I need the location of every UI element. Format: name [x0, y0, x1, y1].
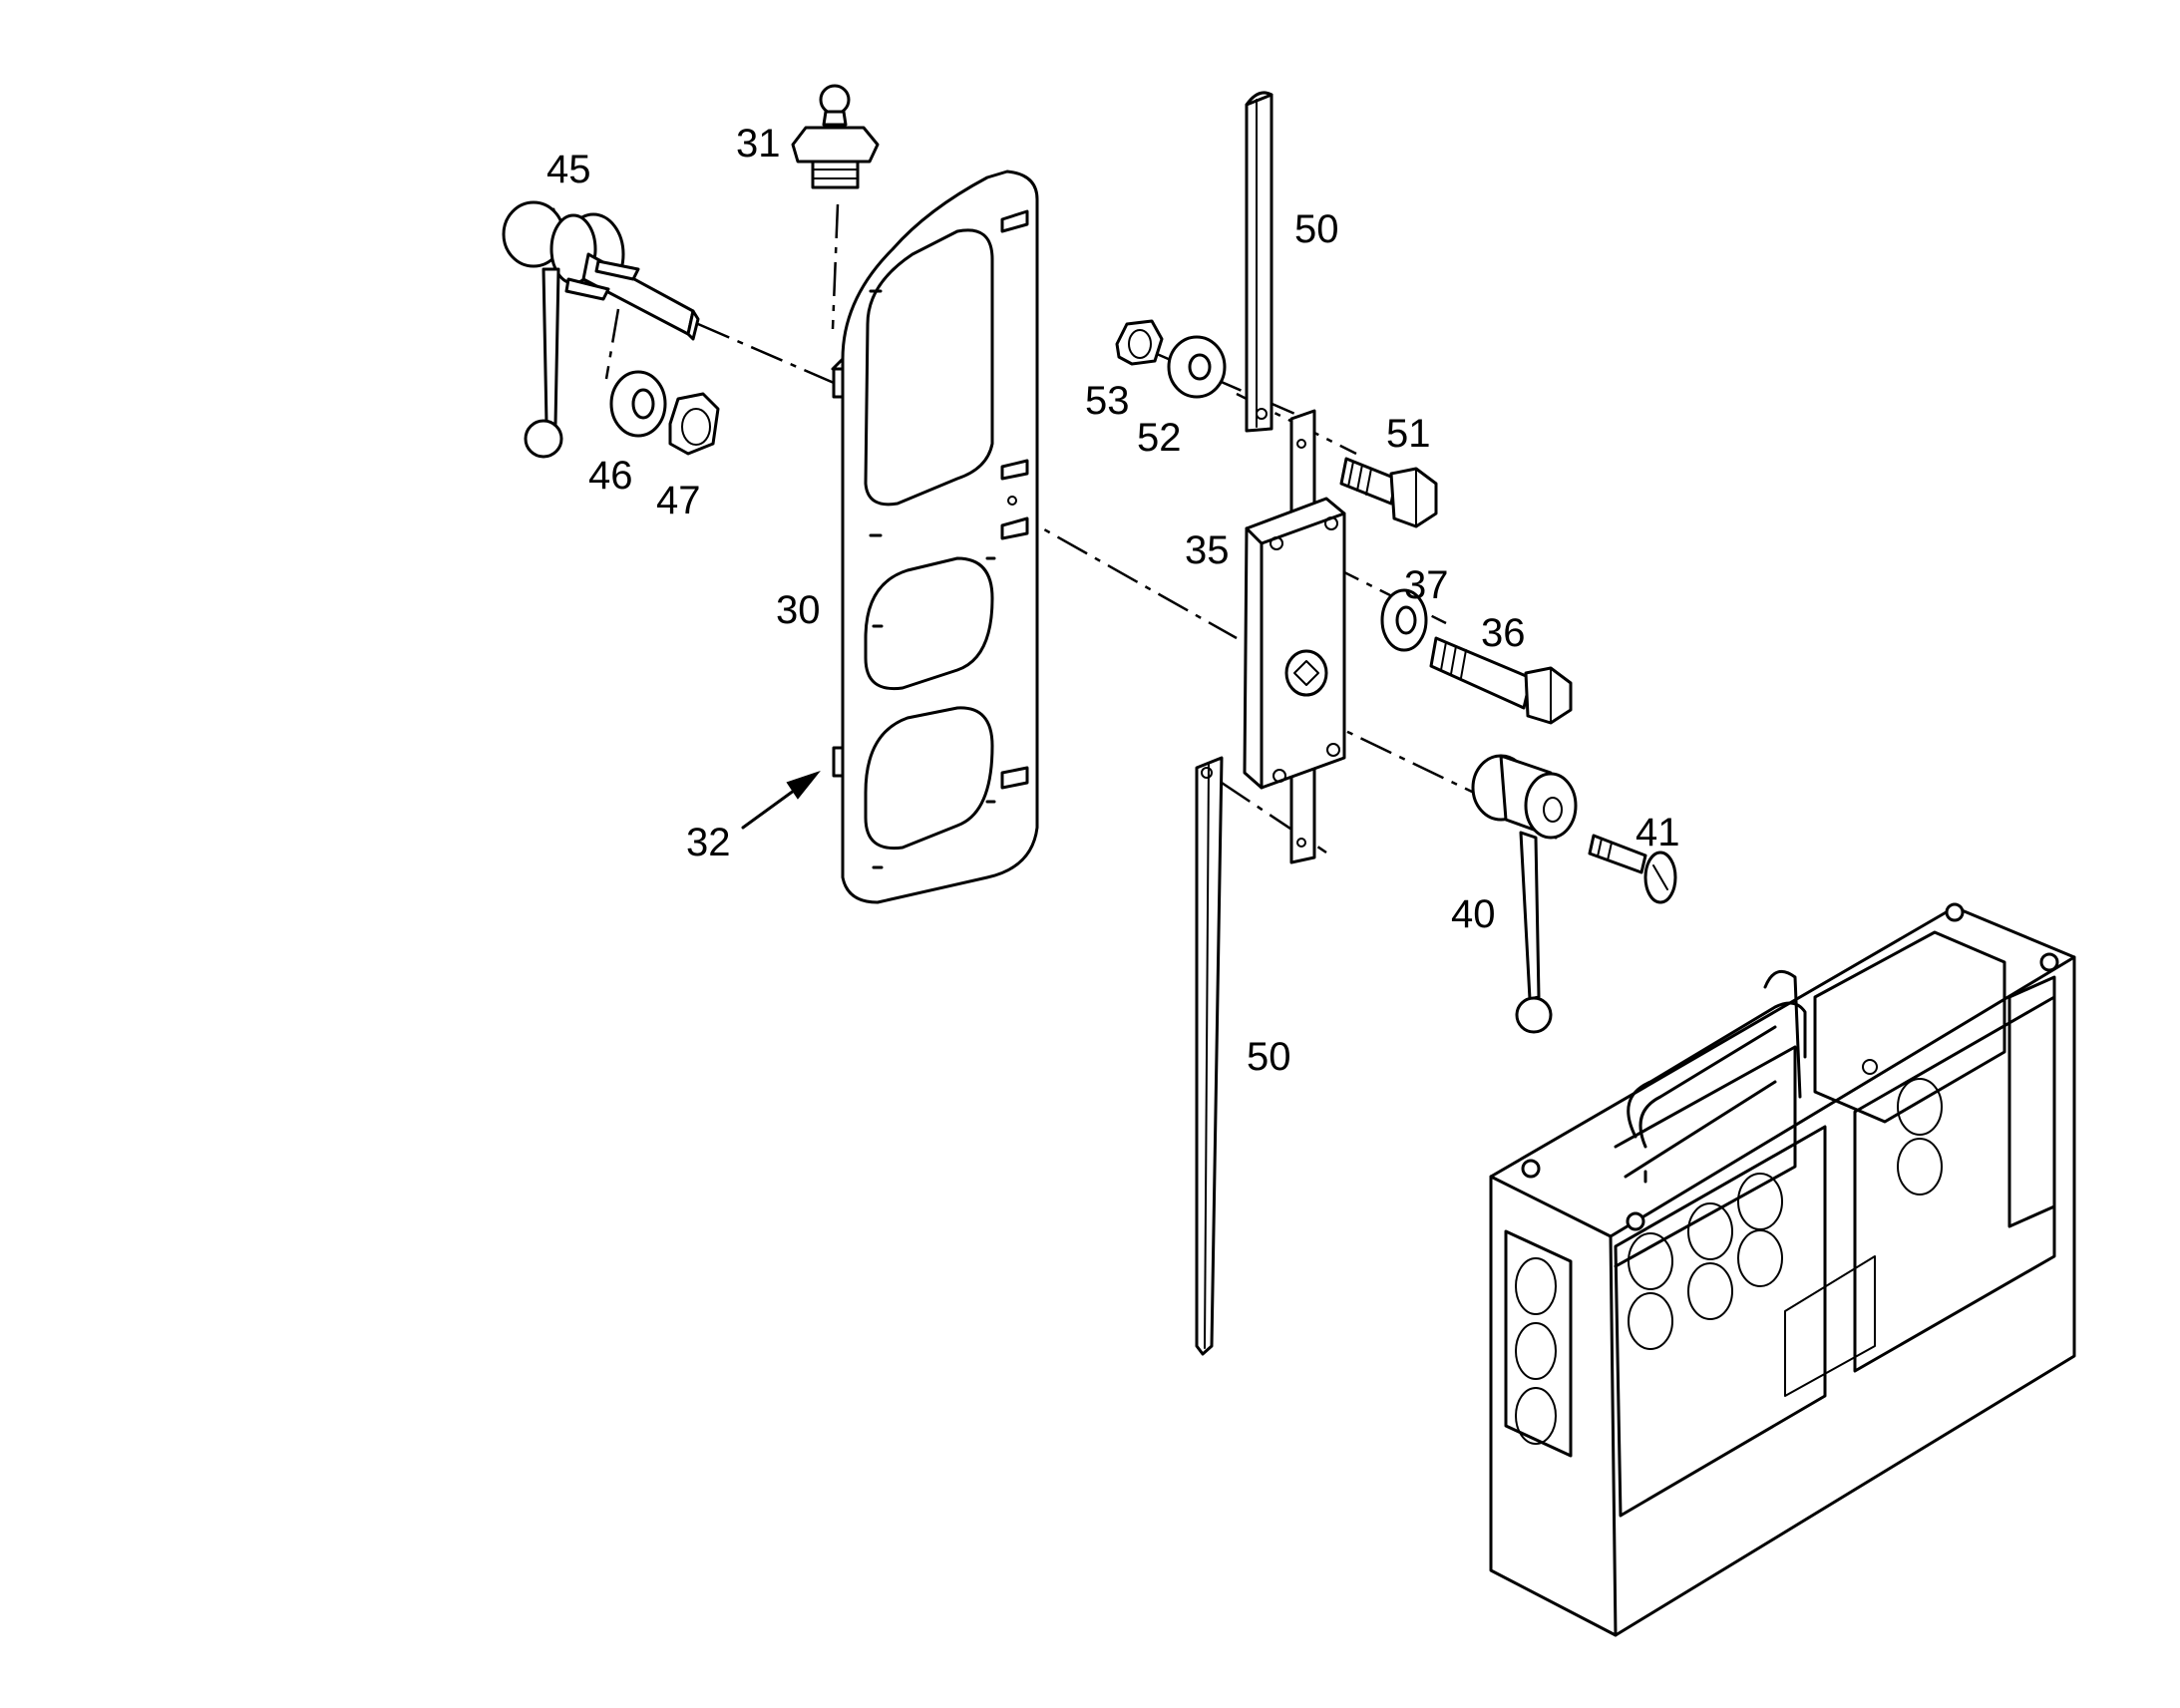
lever-handle-40 [1471, 754, 1578, 1034]
label-31: 31 [736, 122, 781, 166]
cabinet-assembly [1489, 902, 2076, 1637]
pointer-arrow-32 [741, 770, 821, 830]
label-35: 35 [1185, 528, 1230, 572]
label-53: 53 [1085, 379, 1130, 423]
label-50-top: 50 [1294, 207, 1339, 251]
plate-30 [831, 170, 1039, 904]
hex-bolt-51 [1339, 457, 1438, 528]
label-37: 37 [1404, 563, 1449, 607]
lock-housing-35 [1243, 409, 1346, 864]
hex-bolt-36 [1429, 636, 1573, 725]
label-47: 47 [656, 479, 701, 522]
rod-50-upper [1245, 91, 1273, 433]
center-lines [604, 203, 1527, 854]
washer-46 [609, 370, 667, 438]
slotted-screw-41 [1588, 834, 1677, 904]
hex-nut-53 [1115, 319, 1164, 366]
label-36: 36 [1481, 611, 1526, 655]
washer-37 [1380, 588, 1428, 652]
label-32: 32 [686, 821, 731, 864]
label-41: 41 [1635, 811, 1680, 854]
lever-handle-45 [502, 200, 700, 459]
hex-nut-47 [668, 392, 720, 456]
label-45: 45 [546, 148, 591, 191]
washer-52 [1167, 335, 1227, 399]
grease-nipple-31 [791, 84, 880, 189]
rod-50-lower [1195, 756, 1224, 1356]
label-51: 51 [1386, 412, 1431, 456]
label-52: 52 [1137, 416, 1182, 460]
part-labels: 45 31 50 53 52 51 46 47 35 37 36 30 32 4… [546, 122, 1680, 1079]
label-50-bottom: 50 [1247, 1035, 1291, 1079]
label-46: 46 [588, 454, 633, 498]
label-30: 30 [776, 588, 821, 632]
label-40: 40 [1451, 892, 1496, 936]
